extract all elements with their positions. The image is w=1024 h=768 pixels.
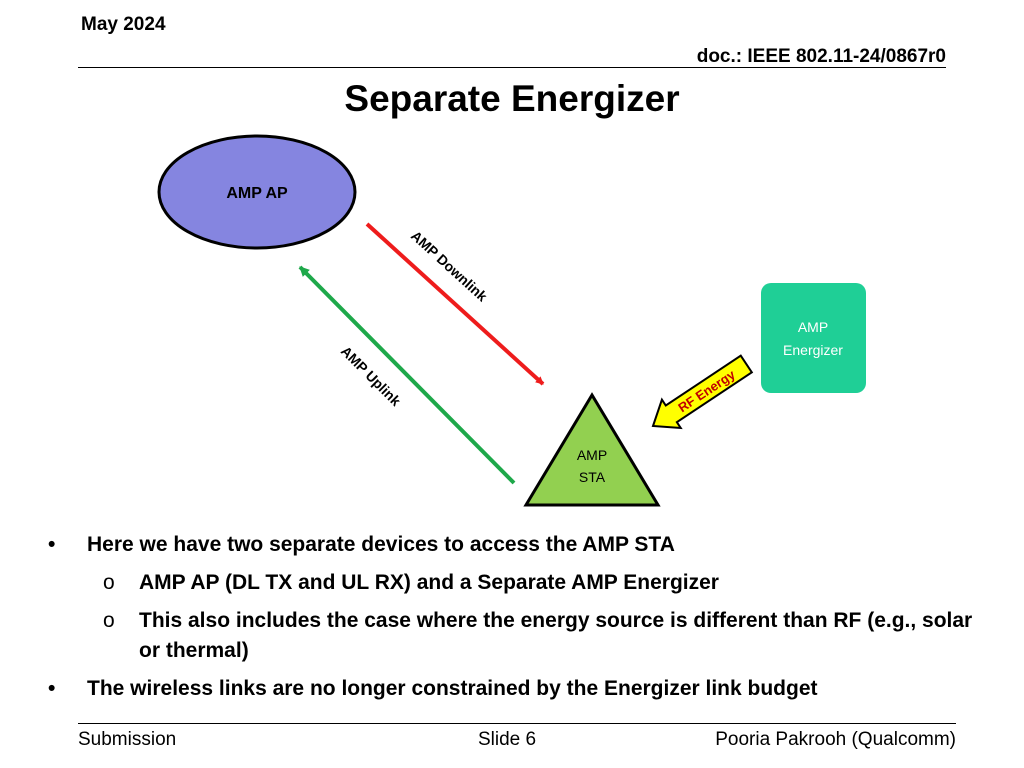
footer-slide-number: Slide 6 (478, 729, 537, 750)
slide-title: Separate Energizer (344, 78, 680, 119)
sub-bullet-text: This also includes the case where the en… (139, 609, 973, 662)
rf-energy-arrow (651, 354, 754, 430)
sta-label-line1: AMP (577, 447, 607, 463)
rf-energy-label: RF Energy (675, 366, 738, 415)
energizer-label-line1: AMP (798, 319, 828, 335)
sub-bullet-item: o This also includes the case where the … (46, 606, 976, 666)
header-doc-number: doc.: IEEE 802.11-24/0867r0 (696, 46, 946, 67)
energizer-label-line2: Energizer (783, 342, 843, 358)
bullet-marker: • (48, 533, 56, 556)
sub-bullet-text: AMP AP (DL TX and UL RX) and a Separate … (139, 571, 719, 594)
amp-ap-label: AMP AP (226, 185, 288, 202)
sub-bullet-marker: o (103, 571, 115, 594)
amp-ap-node (157, 134, 357, 250)
sub-bullet-marker: o (103, 609, 115, 632)
uplink-label: AMP Uplink (338, 343, 404, 409)
bullet-marker: • (48, 677, 56, 700)
bullet-text: Here we have two separate devices to acc… (87, 533, 675, 556)
footer-author: Pooria Pakrooh (Qualcomm) (715, 729, 956, 750)
footer-submission: Submission (78, 729, 177, 750)
sub-bullet-item: o AMP AP (DL TX and UL RX) and a Separat… (46, 568, 976, 598)
bullet-text: The wireless links are no longer constra… (87, 677, 818, 700)
bullet-list: • Here we have two separate devices to a… (46, 530, 976, 704)
downlink-label: AMP Downlink (408, 227, 491, 304)
bullet-item: • The wireless links are no longer const… (46, 674, 976, 704)
downlink-arrow (365, 222, 545, 386)
header-divider (78, 67, 946, 68)
sta-label-line2: STA (579, 469, 606, 485)
header-date: May 2024 (81, 14, 166, 35)
amp-sta-node (523, 392, 661, 507)
uplink-arrow (298, 265, 516, 485)
amp-energizer-node (761, 283, 866, 393)
energizer-diagram: AMP AP AMP Downlink AMP Uplink AMP Energ… (157, 134, 866, 507)
bullet-item: • Here we have two separate devices to a… (46, 530, 976, 560)
footer-divider (78, 723, 956, 724)
